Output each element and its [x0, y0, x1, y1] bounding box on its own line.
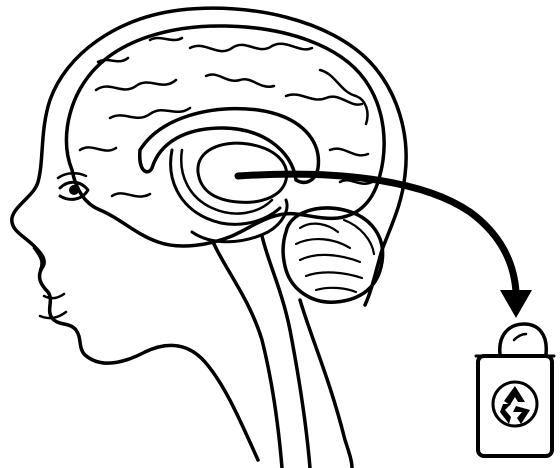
brainstem [214, 236, 310, 468]
recycle-symbol-icon [493, 382, 537, 426]
hippocampus [171, 150, 287, 242]
mouth-icon [40, 294, 66, 318]
head-outline [12, 8, 406, 468]
cerebellum [283, 208, 383, 302]
